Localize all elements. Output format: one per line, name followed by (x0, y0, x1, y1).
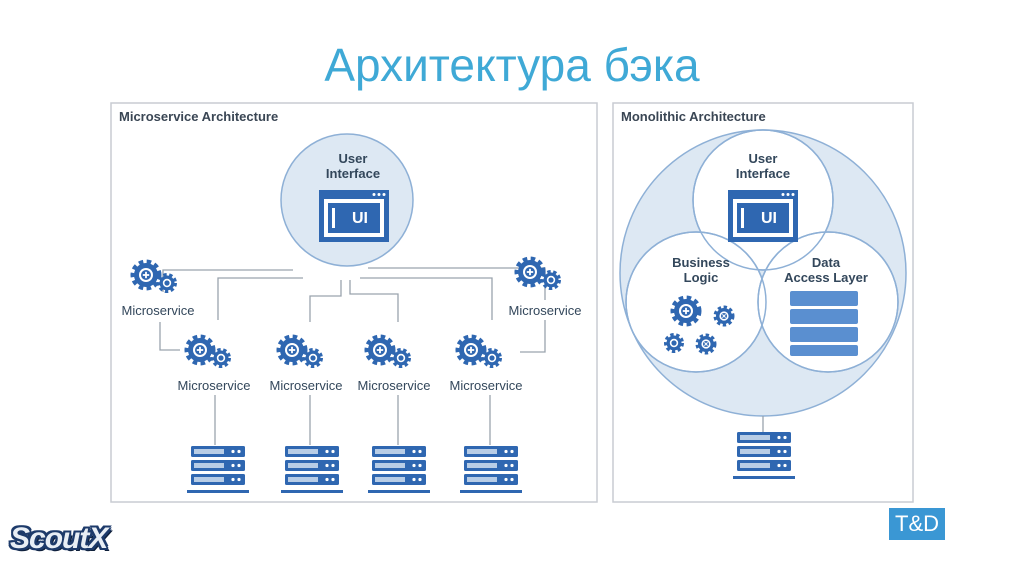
td-logo: T&D (889, 508, 945, 540)
microservice-ui-badge: UI (352, 210, 368, 227)
database-stack-icon (790, 291, 858, 356)
monolith-ui-badge: UI (761, 210, 777, 227)
microservice-connectors (159, 267, 546, 445)
slide-title: Архитектура бэка (324, 39, 700, 91)
microservice-panel-title: Microservice Architecture (119, 109, 278, 124)
microservice-label: Microservice (358, 378, 431, 393)
microservice-label: Microservice (122, 303, 195, 318)
microservice-label: Microservice (450, 378, 523, 393)
monolith-ui-label-2: Interface (736, 166, 790, 181)
monolith-data-label-2: Access Layer (784, 270, 868, 285)
scoutx-logo: ScoutX (10, 522, 108, 555)
microservice-label: Microservice (509, 303, 582, 318)
microservice-ui-label-2: Interface (326, 166, 380, 181)
monolith-data-label-1: Data (812, 255, 841, 270)
monolith-logic-label-2: Logic (684, 270, 719, 285)
microservice-label: Microservice (178, 378, 251, 393)
microservice-ui-label-1: User (339, 151, 368, 166)
monolith-ui-label-1: User (749, 151, 778, 166)
microservice-label: Microservice (270, 378, 343, 393)
monolith-panel-title: Monolithic Architecture (621, 109, 766, 124)
monolith-logic-label-1: Business (672, 255, 730, 270)
